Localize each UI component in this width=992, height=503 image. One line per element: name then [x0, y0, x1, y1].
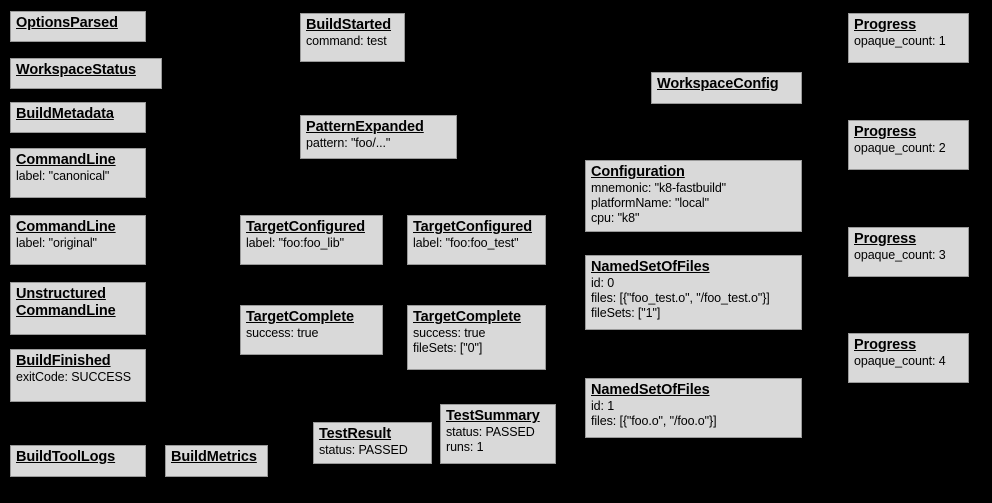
event-node-title: TargetConfigured: [413, 219, 532, 235]
event-node-field: fileSets: ["0"]: [413, 341, 483, 355]
event-node-title: WorkspaceStatus: [16, 62, 136, 78]
event-node-field: command: test: [306, 34, 387, 48]
event-node-field: platformName: "local": [591, 196, 709, 210]
event-node-title: BuildMetadata: [16, 106, 114, 122]
event-node-build-metadata[interactable]: BuildMetadata: [10, 102, 146, 133]
event-node-title: BuildMetrics: [171, 449, 257, 465]
event-node-title: Unstructured CommandLine: [16, 286, 116, 319]
event-node-title: Progress: [854, 17, 917, 33]
event-node-workspace-config[interactable]: WorkspaceConfig: [651, 72, 802, 104]
event-node-field: id: 0: [591, 276, 615, 290]
event-node-field: success: true: [413, 326, 486, 340]
event-node-title: BuildToolLogs: [16, 449, 116, 465]
event-node-field: label: "original": [16, 236, 97, 250]
event-node-field: label: "foo:foo_lib": [246, 236, 344, 250]
event-node-build-tool-logs[interactable]: BuildToolLogs: [10, 445, 146, 477]
event-node-options-parsed[interactable]: OptionsParsed: [10, 11, 146, 42]
event-node-field: opaque_count: 4: [854, 354, 946, 368]
event-node-title: TargetConfigured: [246, 219, 365, 235]
event-node-build-metrics[interactable]: BuildMetrics: [165, 445, 268, 477]
event-node-title: PatternExpanded: [306, 119, 424, 135]
event-node-title: TestResult: [319, 426, 392, 442]
event-node-field: opaque_count: 2: [854, 141, 946, 155]
event-node-title: TestSummary: [446, 408, 540, 424]
event-node-field: opaque_count: 1: [854, 34, 946, 48]
event-node-title: TargetComplete: [246, 309, 354, 325]
event-node-title: Progress: [854, 337, 917, 353]
event-node-title: BuildFinished: [16, 353, 111, 369]
event-node-title: Progress: [854, 231, 917, 247]
event-node-field: pattern: "foo/...": [306, 136, 391, 150]
event-node-field: files: [{"foo.o", "/foo.o"}]: [591, 414, 717, 428]
event-node-title: BuildStarted: [306, 17, 392, 33]
event-node-title: CommandLine: [16, 152, 116, 168]
event-node-field: cpu: "k8": [591, 211, 640, 225]
event-node-field: exitCode: SUCCESS: [16, 370, 132, 384]
event-node-title: TargetComplete: [413, 309, 521, 325]
event-node-field: mnemonic: "k8-fastbuild": [591, 181, 727, 195]
event-node-title: Configuration: [591, 164, 685, 180]
event-node-title: NamedSetOfFiles: [591, 382, 710, 398]
event-node-field: status: PASSED: [319, 443, 408, 457]
event-node-field: fileSets: ["1"]: [591, 306, 661, 320]
event-node-title: WorkspaceConfig: [657, 76, 779, 92]
event-node-field: label: "canonical": [16, 169, 110, 183]
event-node-title: Progress: [854, 124, 917, 140]
event-node-field: success: true: [246, 326, 319, 340]
event-node-field: files: [{"foo_test.o", "/foo_test.o"}]: [591, 291, 770, 305]
event-node-field: id: 1: [591, 399, 615, 413]
event-node-workspace-status[interactable]: WorkspaceStatus: [10, 58, 162, 89]
event-node-field: status: PASSED: [446, 425, 535, 439]
event-node-field: opaque_count: 3: [854, 248, 946, 262]
event-node-field: runs: 1: [446, 440, 484, 454]
event-node-unstructured-command-line[interactable]: Unstructured CommandLine: [10, 282, 146, 335]
event-node-title: OptionsParsed: [16, 15, 118, 31]
event-node-title: CommandLine: [16, 219, 116, 235]
event-node-field: label: "foo:foo_test": [413, 236, 519, 250]
event-node-title: NamedSetOfFiles: [591, 259, 710, 275]
